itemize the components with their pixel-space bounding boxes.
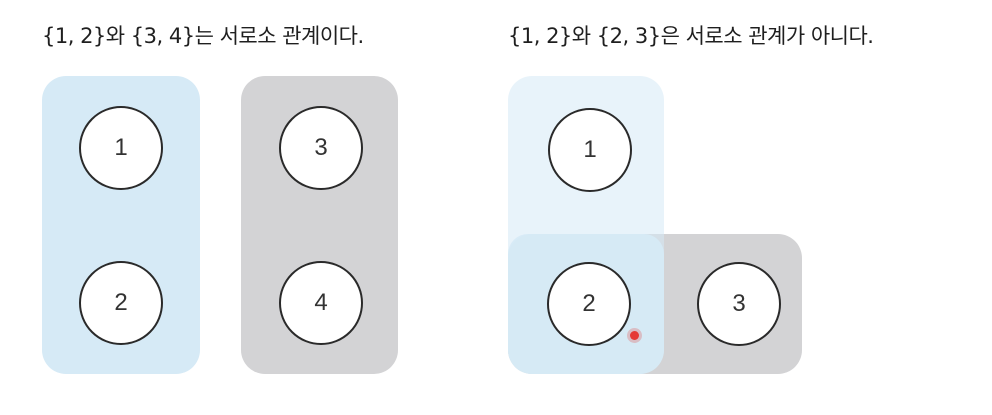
node-3: 3 [697, 262, 781, 346]
mouse-cursor-indicator [630, 331, 639, 340]
node-1: 1 [79, 106, 163, 190]
node-3: 3 [279, 106, 363, 190]
node-2-shared: 2 [547, 262, 631, 346]
disjoint-caption: {1, 2}와 {3, 4}는 서로소 관계이다. [42, 24, 364, 48]
overlapping-example-panel: {1, 2}와 {2, 3}은 서로소 관계가 아니다. 1 2 3 [480, 0, 992, 415]
node-2: 2 [79, 261, 163, 345]
disjoint-example-panel: {1, 2}와 {3, 4}는 서로소 관계이다. 1 2 3 4 [0, 0, 480, 415]
overlap-caption: {1, 2}와 {2, 3}은 서로소 관계가 아니다. [508, 24, 874, 48]
node-4: 4 [279, 261, 363, 345]
node-1: 1 [548, 108, 632, 192]
